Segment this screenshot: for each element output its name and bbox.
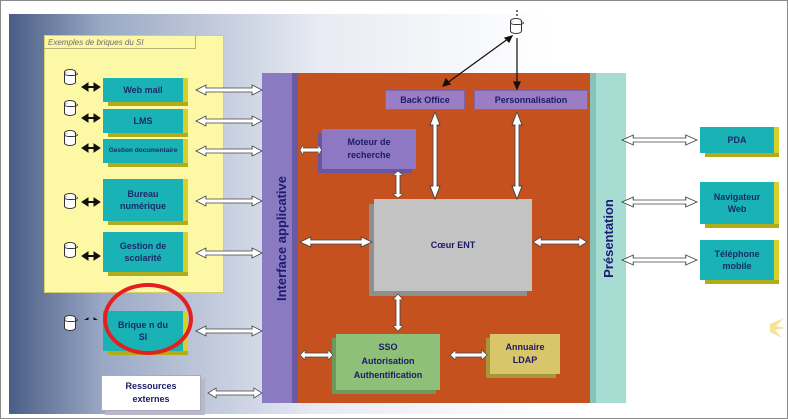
- arrow-telephone: [621, 254, 698, 266]
- brick-scolarite-label: scolarité: [124, 253, 162, 263]
- arrow-moteur: [299, 144, 323, 156]
- arrow-bureau: [195, 195, 263, 207]
- back-office-label: Back Office: [400, 95, 450, 105]
- ldap-line2: LDAP: [512, 355, 538, 365]
- personnalisation-box: Personnalisation: [474, 90, 588, 110]
- arrow-brique: [195, 325, 263, 337]
- brick-webmail-label: Web mail: [123, 84, 163, 95]
- mobile-phone-line1: Téléphone: [714, 248, 760, 259]
- arrow-perso-coeur: [511, 111, 523, 200]
- back-office-box: Back Office: [385, 90, 465, 110]
- mobile-phone-line2: mobile: [722, 261, 752, 271]
- arrow-presentation: [532, 236, 588, 248]
- ldap-line1: Annuaire: [505, 342, 545, 353]
- ldap-box: Annuaire LDAP: [490, 334, 560, 374]
- brick-gestion-de-label: Gestion de: [119, 240, 167, 251]
- external-resources-box: Ressources externes: [101, 375, 201, 411]
- sso-line3: Authentification: [353, 369, 423, 380]
- sso-line2: Autorisation: [361, 356, 415, 367]
- arrow-ressources: [207, 387, 263, 399]
- brick-gestion-documentaire-label: Gestion documentaire: [108, 147, 178, 155]
- database-icon: [64, 69, 78, 85]
- bricks-panel-title-box: [44, 35, 196, 49]
- pda-label: PDA: [727, 134, 747, 145]
- coeur-ent-label: Cœur ENT: [430, 240, 476, 250]
- brick-numerique-label: numérique: [119, 201, 166, 211]
- mobile-phone-box: Téléphone mobile: [700, 240, 774, 280]
- arrow-webmail: [195, 84, 263, 96]
- brick-lms: LMS: [103, 109, 183, 133]
- pda-box: PDA: [700, 127, 774, 153]
- brick-bureau-numerique: Bureau numérique: [103, 179, 183, 221]
- database-icon: [64, 193, 78, 209]
- db-connector-arrows: [81, 82, 101, 320]
- brick-gestion-documentaire: Gestion documentaire: [103, 139, 183, 163]
- sso-line1: SSO: [378, 342, 398, 353]
- web-browser-box: Navigateur Web: [700, 182, 774, 224]
- arrow-gestion-doc: [195, 145, 263, 157]
- brick-bureau-label: Bureau: [127, 188, 159, 199]
- database-icon: [510, 18, 524, 34]
- arrow-scolarite: [195, 247, 263, 259]
- search-engine-box: Moteur de recherche: [322, 129, 416, 169]
- presentation-bar: [590, 73, 626, 403]
- personnalisation-label: Personnalisation: [494, 95, 568, 105]
- arrow-pda: [621, 134, 698, 146]
- coeur-ent-box: Cœur ENT: [374, 199, 532, 291]
- database-icon: [64, 315, 78, 331]
- arrow-backoffice-coeur: [429, 111, 441, 200]
- arrow-moteur-coeur: [392, 170, 404, 199]
- arrow-coeur-sso: [392, 293, 404, 332]
- search-engine-line2: recherche: [347, 150, 391, 160]
- highlight-circle: [103, 283, 193, 355]
- arrow-sso: [299, 349, 334, 361]
- database-icon: [64, 100, 78, 116]
- external-resources-line2: externes: [132, 394, 170, 404]
- search-engine-line1: Moteur de: [347, 137, 391, 148]
- brick-lms-label: LMS: [133, 115, 153, 126]
- interface-applicative-bar: [262, 73, 300, 403]
- database-icon: [64, 130, 78, 146]
- sso-box: SSO Autorisation Authentification: [336, 334, 440, 390]
- arrow-lms: [195, 115, 263, 127]
- brick-gestion-scolarite: Gestion de scolarité: [103, 232, 183, 272]
- external-resources-line1: Ressources: [125, 380, 177, 391]
- web-browser-line2: Web: [727, 204, 747, 214]
- arrow-navigateur: [621, 196, 698, 208]
- arrow-coeur: [299, 236, 373, 248]
- brick-webmail: Web mail: [103, 78, 183, 102]
- bricks-panel-title: Exemples de briques du SI: [48, 38, 144, 47]
- web-browser-line1: Navigateur: [713, 191, 761, 202]
- arrow-ldap: [449, 349, 488, 361]
- database-icon: [64, 242, 78, 258]
